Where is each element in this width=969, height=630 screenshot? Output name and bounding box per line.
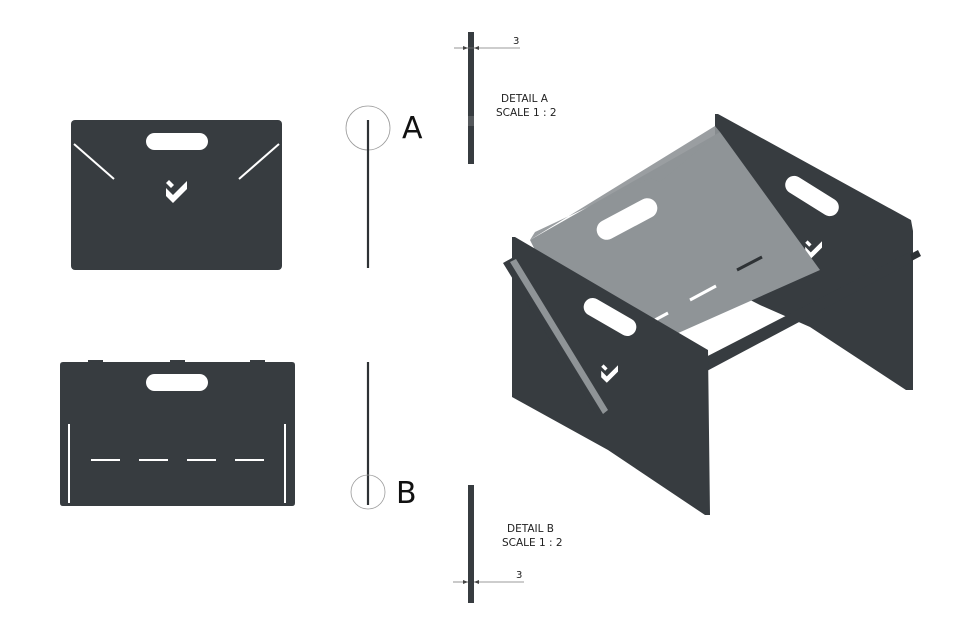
front-panel-slot-left <box>73 143 115 180</box>
isometric-assembly-view <box>503 114 921 515</box>
detail-a-plate-section <box>468 32 474 164</box>
detail-b-view: 3 DETAIL B SCALE 1 : 2 <box>453 485 563 603</box>
section-b-view: B <box>350 362 417 511</box>
detail-b-scale: SCALE 1 : 2 <box>502 537 563 549</box>
iso-tray-dash-slots <box>654 284 717 322</box>
section-a-view: A <box>345 105 423 268</box>
detail-b-arrow-left <box>463 580 468 584</box>
detail-a-marker: A <box>402 111 423 146</box>
iso-front-logo-icon <box>601 364 618 383</box>
base-panel-handle-slot <box>146 374 208 391</box>
detail-a-scale: SCALE 1 : 2 <box>496 107 557 119</box>
detail-a-arrow-right <box>474 46 479 50</box>
iso-tray-handle-slot <box>596 198 658 240</box>
iso-tray-slot-1 <box>654 311 669 322</box>
iso-front-handle-slot <box>583 298 637 336</box>
detail-b-marker: B <box>396 476 417 511</box>
detail-b-callout-circle <box>350 474 386 510</box>
front-panel-view <box>71 120 282 270</box>
iso-right-rail-face <box>700 252 912 372</box>
base-panel-plate <box>60 360 295 506</box>
detail-b-plate-section <box>468 485 474 603</box>
iso-tray-slot-3 <box>736 255 763 272</box>
iso-left-rail <box>503 258 608 421</box>
front-panel-slot-right <box>238 143 280 180</box>
detail-b-arrow-right <box>474 580 479 584</box>
iso-back-handle-slot <box>785 175 839 217</box>
detail-a-dimension-value: 3 <box>513 36 519 47</box>
iso-back-logo-icon <box>805 240 822 259</box>
detail-a-arrow-left <box>463 46 468 50</box>
detail-b-dimension-value: 3 <box>516 570 522 581</box>
chevron-check-logo-icon <box>166 180 187 203</box>
detail-a-view: 3 DETAIL A SCALE 1 : 2 <box>454 32 557 164</box>
detail-a-title: DETAIL A <box>501 93 549 105</box>
iso-left-rail-highlight <box>510 259 608 414</box>
iso-base-tray-lip <box>530 126 720 240</box>
iso-tray-slot-2 <box>689 284 717 302</box>
detail-a-plate-notch <box>468 116 474 126</box>
front-panel-handle-slot <box>146 133 208 150</box>
detail-b-title: DETAIL B <box>507 523 554 535</box>
base-panel-view <box>60 360 295 506</box>
